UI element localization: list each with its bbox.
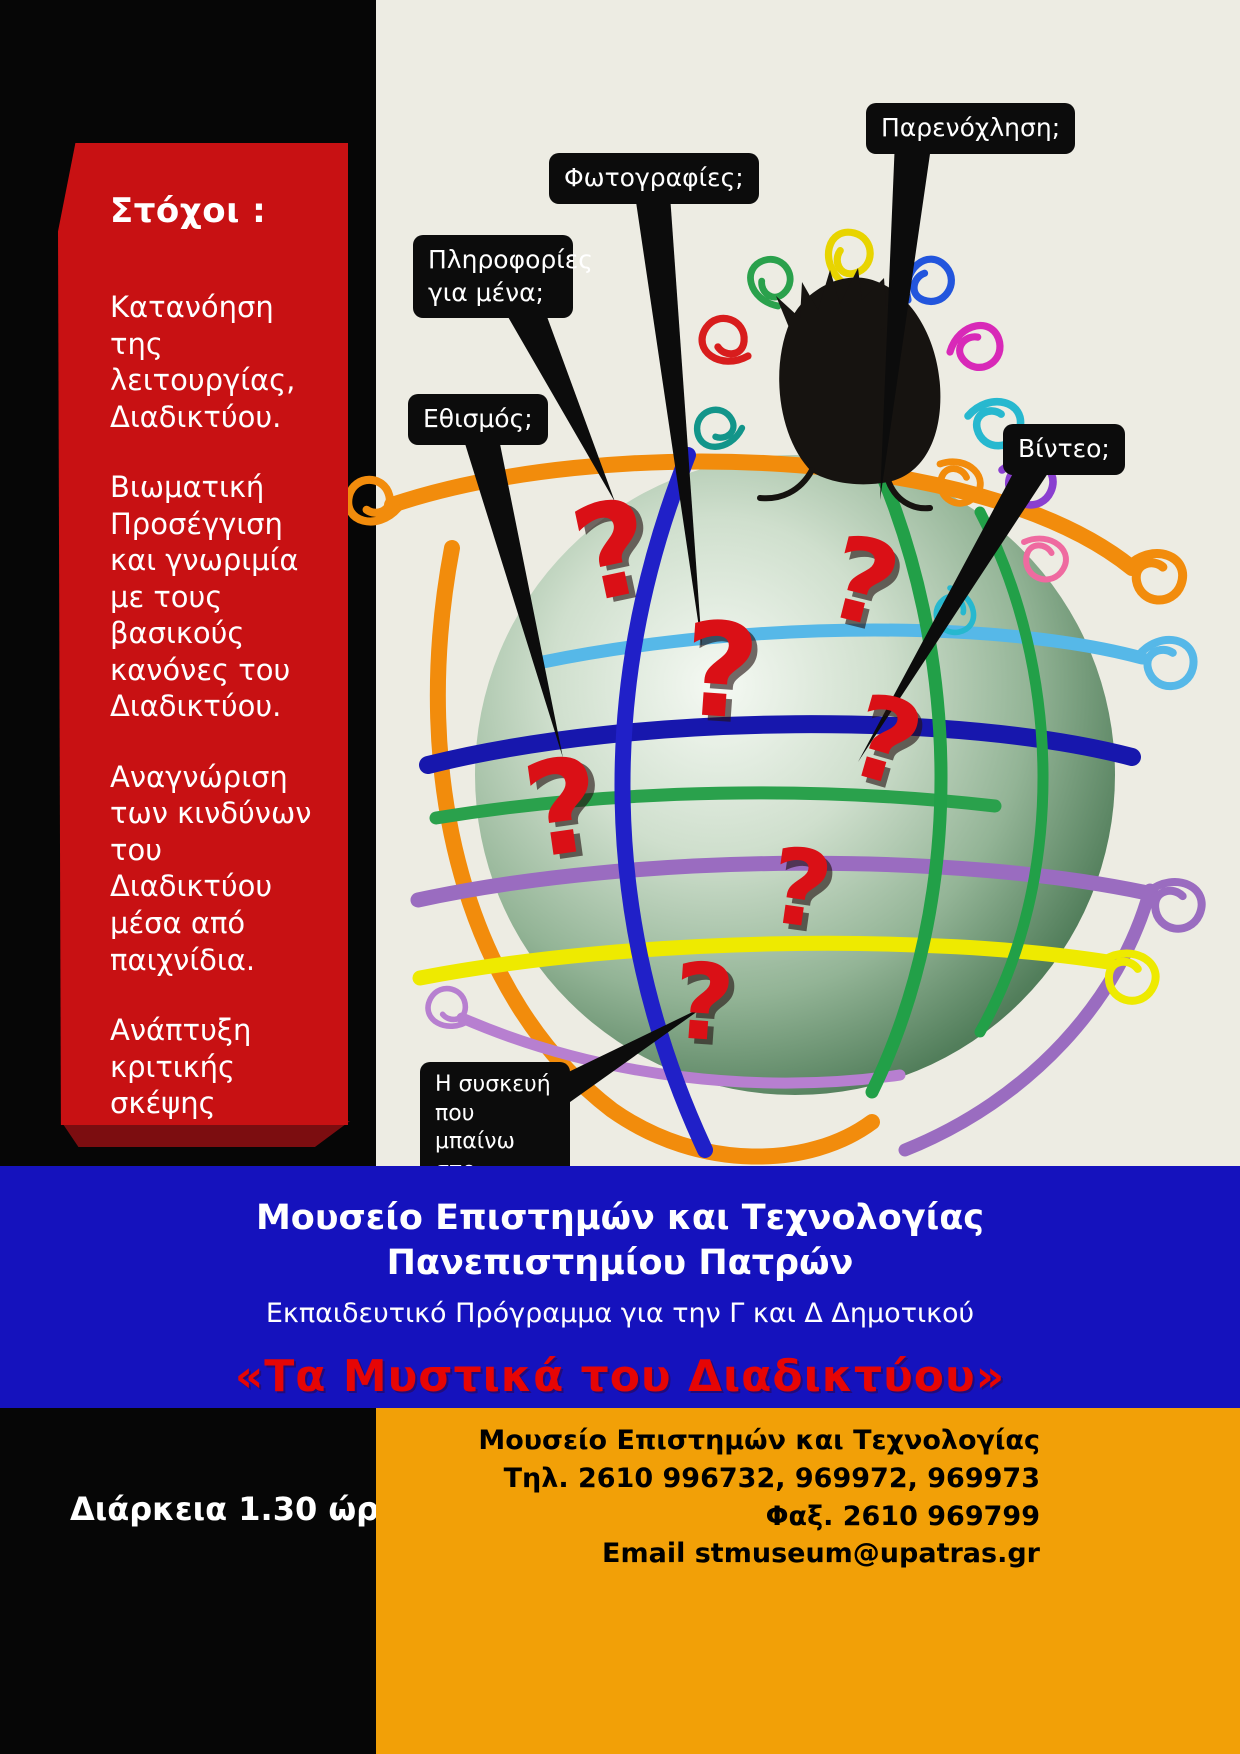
callout-photos: Φωτογραφίες; — [549, 153, 759, 204]
museum-name-line1: Μουσείο Επιστημών και Τεχνολογίας — [255, 1198, 985, 1238]
contact-museum: Μουσείο Επιστημών και Τεχνολογίας — [478, 1425, 1040, 1456]
globe-illustration — [0, 140, 1240, 1165]
callout-video: Βίντεο; — [1003, 424, 1125, 475]
contact-fax: Φαξ. 2610 969799 — [765, 1500, 1040, 1532]
blue-banner: Μουσείο Επιστημών και Τεχνολογίας Πανεπι… — [0, 1166, 1240, 1408]
callout-addiction: Εθισμός; — [408, 394, 548, 445]
callout-my-info: Πληροφορίες για μένα; — [413, 235, 593, 318]
contact-phone: Τηλ. 2610 996732, 969972, 969973 — [503, 1462, 1040, 1494]
question-mark: ? — [668, 940, 739, 1066]
contact-email: Email stmuseum@upatras.gr — [602, 1538, 1040, 1570]
question-mark: ? — [677, 592, 764, 750]
goals-ribbon: Στόχοι : Κατανόηση της λειτουργίας, Διαδ… — [58, 143, 348, 1125]
goal-item: Κατανόηση της λειτουργίας, Διαδικτύου. — [110, 290, 296, 434]
goals-ribbon-shadow-edge — [60, 1121, 350, 1147]
goals-title: Στόχοι : — [110, 191, 267, 231]
callout-tails — [462, 140, 1054, 1112]
contact-block: Μουσείο Επιστημών και Τεχνολογίας Τηλ. 2… — [376, 1408, 1240, 1754]
goal-item: Βιωματική Προσέγγιση και γνωριμία με του… — [110, 470, 299, 724]
goal-item: Ανάπτυξη κριτικής σκέψης απέναντι σε κιν… — [110, 1013, 284, 1125]
program-title: «Τα Μυστικά του Διαδικτύου» — [234, 1350, 1006, 1402]
goal-item: Αναγνώριση των κινδύνων του Διαδικτύου μ… — [110, 759, 312, 977]
museum-name-line2: Πανεπιστημίου Πατρών — [386, 1242, 854, 1283]
duration-text: Διάρκεια 1.30 ώρα — [70, 1490, 402, 1528]
callout-harassment: Παρενόχληση; — [866, 103, 1076, 154]
program-subtitle: Εκπαιδευτικό Πρόγραμμα για την Γ και Δ Δ… — [265, 1297, 975, 1329]
